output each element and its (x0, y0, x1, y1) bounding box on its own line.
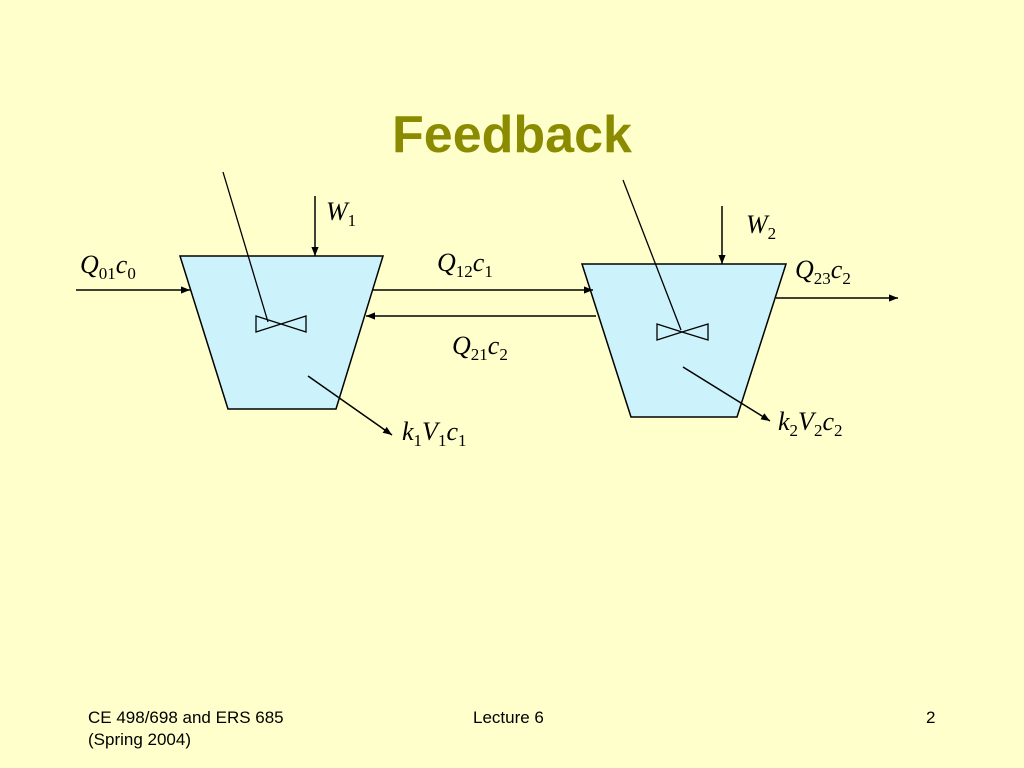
label-outflow-2: Q23c2 (795, 255, 851, 288)
slide-title: Feedback (392, 106, 632, 164)
decay-2-arrow (682, 366, 771, 422)
label-decay-1: k1V1c1 (402, 417, 466, 450)
mixer-1-impeller-icon (255, 315, 307, 333)
label-feedback-flow: Q21c2 (452, 331, 508, 364)
decay-1-arrow (307, 375, 393, 436)
reactor-1 (178, 255, 385, 410)
label-load-1: W1 (326, 197, 356, 230)
footer-course-line1: CE 498/698 and ERS 685 (88, 708, 284, 727)
reactor-2 (580, 263, 788, 418)
footer-page-number: 2 (926, 708, 936, 727)
footer-lecture: Lecture 6 (473, 708, 544, 727)
mixer-1-shaft (222, 171, 269, 323)
footer-course-line2: (Spring 2004) (88, 730, 192, 749)
label-forward-flow: Q12c1 (437, 248, 493, 281)
footer-course: CE 498/698 and ERS 685 (Spring 2004) (88, 707, 284, 751)
label-inflow-1: Q01c0 (80, 250, 136, 283)
label-decay-2: k2V2c2 (778, 407, 842, 440)
label-load-2: W2 (746, 210, 776, 243)
mixer-2-shaft (622, 179, 682, 331)
mixer-2-impeller-icon (656, 323, 709, 341)
